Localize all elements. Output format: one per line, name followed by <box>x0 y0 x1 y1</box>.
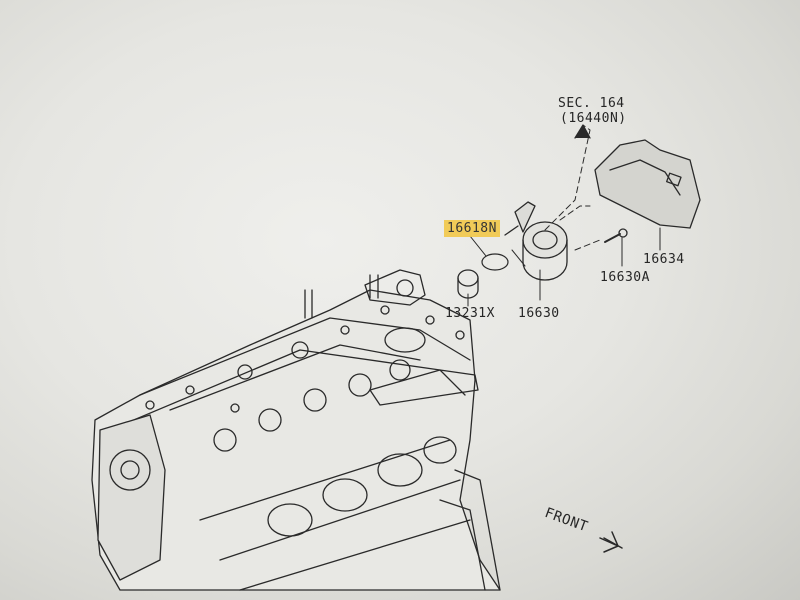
part-label-16634: 16634 <box>643 252 685 267</box>
o-ring-16618n <box>469 235 509 271</box>
part-label-16630: 16630 <box>518 306 560 321</box>
part-label-16630a: 16630A <box>600 270 650 285</box>
engine-cylinder-head <box>91 269 501 591</box>
solenoid-valve-16630 <box>504 201 568 301</box>
front-arrow-icon <box>599 531 623 553</box>
sec-sub-label: (16440N) <box>560 111 627 126</box>
assembly-dashed-lines <box>544 124 601 251</box>
seal-13231x <box>457 269 479 307</box>
bolt-16630a <box>604 228 628 267</box>
part-label-13231x: 13231X <box>445 306 495 321</box>
cover-16634 <box>594 139 701 251</box>
part-label-16618n: 16618N <box>444 220 500 237</box>
sec-arrow-icon <box>574 124 591 139</box>
sec-ref-label: SEC. 164 <box>558 96 625 111</box>
